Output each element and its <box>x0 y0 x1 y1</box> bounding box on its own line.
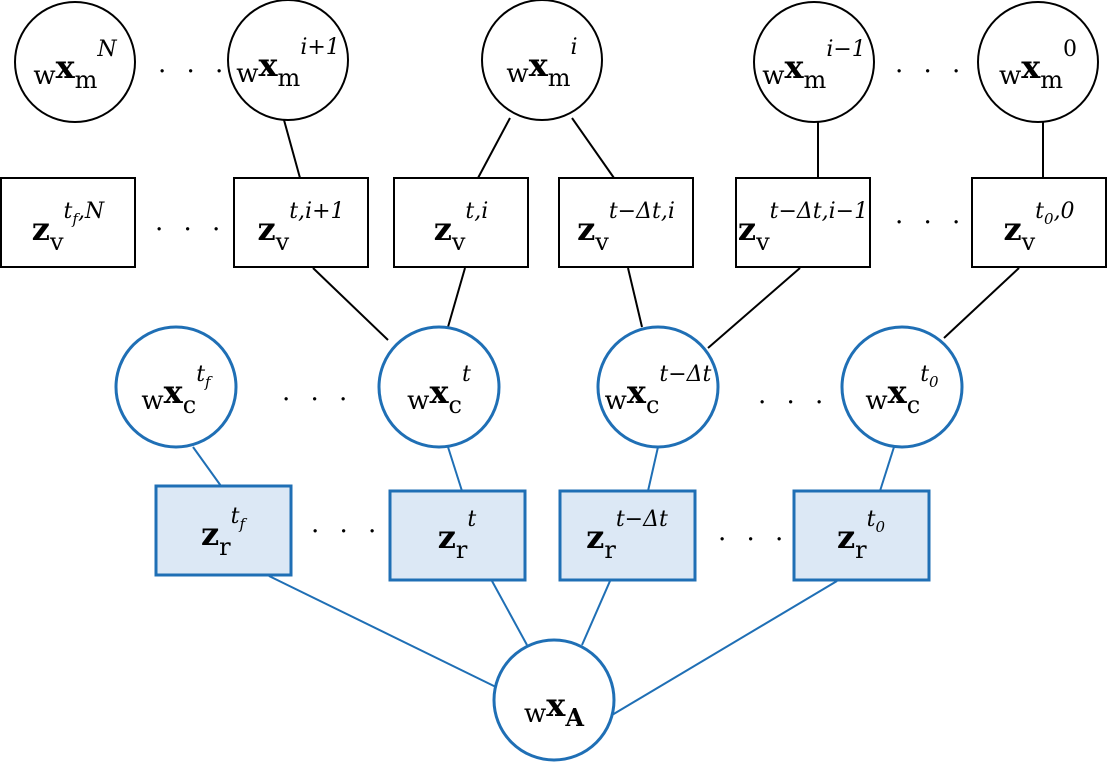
label-zv-tdti: zvt−Δt,i <box>577 199 675 256</box>
label-cam-tdt: wxct−Δt <box>605 362 712 419</box>
ellipsis-visual-left: . . . <box>155 207 226 237</box>
map-point-N <box>14 1 136 123</box>
ellipsis-map-right: . . . <box>895 49 966 79</box>
black-edges <box>283 117 1044 349</box>
ellipsis-range-left: . . . <box>311 509 382 539</box>
edge-cam-tf-zr-tf <box>192 446 222 487</box>
visual-factor-tdt-im1 <box>735 177 871 268</box>
edge-cam-t0-zr-t0 <box>879 446 895 492</box>
label-anchor: wxA <box>524 686 584 732</box>
camera-pose-tdt <box>596 325 720 449</box>
visual-factors <box>0 177 1107 268</box>
camera-pose-t <box>377 325 501 449</box>
ellipsis-range-right: . . . <box>718 517 789 547</box>
label-cam-t: wxct <box>407 362 471 419</box>
camera-poses <box>114 325 964 449</box>
edge-zv-ti1-cam-t <box>312 267 389 341</box>
label-map-0: wxm0 <box>999 37 1077 94</box>
anchor-node <box>492 638 616 762</box>
label-zr-t0: zrt0 <box>837 507 886 564</box>
map-points <box>14 0 1099 123</box>
label-zv-tfN: zvtf,N <box>32 199 105 256</box>
ellipsis-camera-right: . . . <box>758 380 829 410</box>
ellipsis-visual-right: . . . <box>895 200 966 230</box>
edge-zv-tdti-cam-tdt <box>627 267 643 328</box>
edge-zv-tdtim1-cam-tdt <box>707 267 801 349</box>
visual-factor-t-i1 <box>233 177 369 268</box>
node-labels: wxmN wxmi+1 wxmi wxmi−1 wxm0 zvtf,N zvt,i+1 zvt… <box>32 35 1077 732</box>
edge-map-i-zv-tdti <box>571 117 615 179</box>
label-zr-tf: zrtf <box>201 504 248 561</box>
label-zr-tdt: zrt−Δt <box>586 507 668 564</box>
range-factor-tf <box>154 484 293 577</box>
visual-factor-t-i <box>393 177 529 268</box>
blue-edges <box>192 446 895 716</box>
map-point-0 <box>977 1 1099 123</box>
visual-factor-tf-N <box>0 177 136 268</box>
label-zv-t00: zvt0,0 <box>1003 199 1074 256</box>
edge-zr-t-anchor <box>491 580 528 646</box>
label-zr-t: zrt <box>438 507 477 564</box>
edge-zr-t0-anchor <box>611 580 838 716</box>
ellipses: . . . . . . . . . . . . . . . . . . . . … <box>155 49 966 547</box>
label-zv-ti: zvt,i <box>434 199 489 256</box>
label-zv-tdtim1: zvt−Δt,i−1 <box>738 199 868 256</box>
range-factor-tdt <box>558 489 697 582</box>
edge-map-i-zv-ti <box>477 117 511 179</box>
label-map-im1: wxmi−1 <box>762 37 866 94</box>
range-factors <box>154 484 931 582</box>
visual-factor-tdt-i <box>558 177 694 268</box>
label-zv-ti1: zvt,i+1 <box>257 199 344 256</box>
label-map-N: wxmN <box>33 37 117 94</box>
map-point-i-plus-1 <box>227 0 349 121</box>
edge-zr-tf-anchor <box>268 575 499 689</box>
camera-pose-tf <box>114 325 238 449</box>
edge-zr-tdt-anchor <box>581 580 611 646</box>
ellipsis-camera-left: . . . <box>282 377 353 407</box>
map-point-i <box>481 0 603 121</box>
camera-pose-t0 <box>840 325 964 449</box>
label-map-i1: wxmi+1 <box>236 35 340 92</box>
label-cam-t0: wxct0 <box>865 362 939 419</box>
ellipsis-map-left: . . . <box>158 49 229 79</box>
edge-cam-t-zr-t <box>447 446 463 492</box>
edge-map-i1-zv-ti1 <box>283 119 301 179</box>
range-factor-t <box>388 489 527 582</box>
edge-cam-tdt-zr-tdt <box>647 446 659 492</box>
edge-zv-ti-cam-t <box>447 267 466 328</box>
map-point-i-minus-1 <box>753 1 875 123</box>
edge-zv-t00-cam-t0 <box>943 267 1020 339</box>
range-factor-t0 <box>792 489 931 582</box>
label-map-i: wxmi <box>506 35 577 92</box>
label-cam-tf: wxctf <box>141 362 213 419</box>
visual-factor-t0-0 <box>971 177 1107 268</box>
